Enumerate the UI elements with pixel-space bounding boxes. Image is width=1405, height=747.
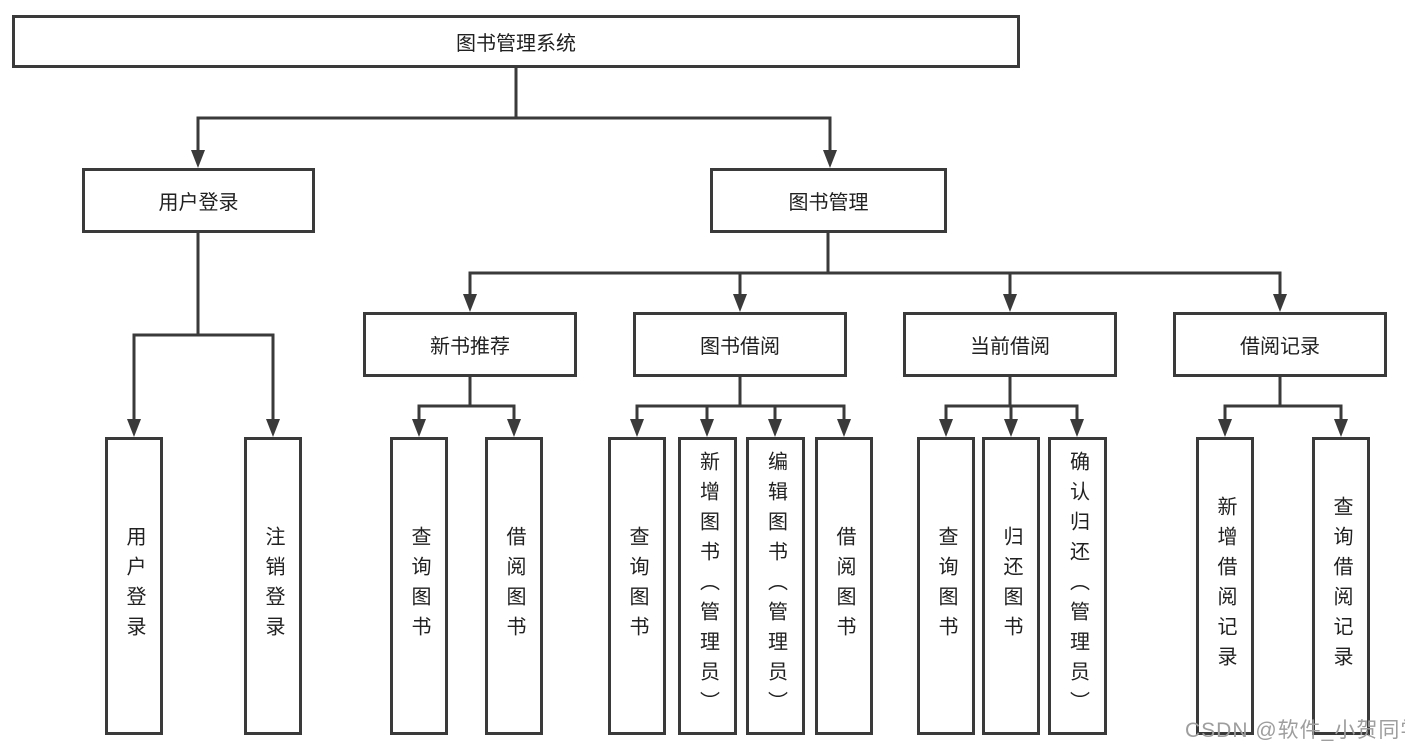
node-borrow-records: 借阅记录 — [1173, 312, 1387, 377]
connector-lines — [132, 66, 1343, 423]
leaf-records-add-record: 新增借阅记录 — [1196, 437, 1254, 735]
arrowhead-icon — [1218, 419, 1232, 437]
arrowhead-icon — [1003, 294, 1017, 312]
leaf-records-query-record: 查询借阅记录 — [1312, 437, 1370, 735]
arrowhead-icon — [127, 419, 141, 437]
arrowhead-icon — [823, 150, 837, 168]
leaf-borrow-add-books-admin: 新增图书（管理员） — [678, 437, 737, 735]
node-current-borrow: 当前借阅 — [903, 312, 1117, 377]
leaf-current-confirm-return-admin: 确认归还（管理员） — [1048, 437, 1107, 735]
node-new-book-recommend: 新书推荐 — [363, 312, 577, 377]
arrowhead-icon — [939, 419, 953, 437]
node-book-borrow: 图书借阅 — [633, 312, 847, 377]
arrowhead-icon — [412, 419, 426, 437]
arrowhead-icon — [1273, 294, 1287, 312]
leaf-borrow-query-books: 查询图书 — [608, 437, 666, 735]
arrowhead-icon — [1334, 419, 1348, 437]
arrowhead-icons — [127, 150, 1348, 437]
arrowhead-icon — [733, 294, 747, 312]
arrowhead-icon — [768, 419, 782, 437]
arrowhead-icon — [1070, 419, 1084, 437]
leaf-current-return-books: 归还图书 — [982, 437, 1040, 735]
node-user-login: 用户登录 — [82, 168, 315, 233]
arrowhead-icon — [1004, 419, 1018, 437]
arrowhead-icon — [700, 419, 714, 437]
leaf-borrow-borrow-books: 借阅图书 — [815, 437, 873, 735]
node-book-management: 图书管理 — [710, 168, 947, 233]
arrowhead-icon — [463, 294, 477, 312]
csdn-watermark: CSDN @软件_小贺同学 — [1185, 719, 1405, 742]
leaf-recommend-query-books: 查询图书 — [390, 437, 448, 735]
arrowhead-icon — [507, 419, 521, 437]
arrowhead-icon — [191, 150, 205, 168]
leaf-current-query-books: 查询图书 — [917, 437, 975, 735]
node-root-system: 图书管理系统 — [12, 15, 1020, 68]
arrowhead-icon — [630, 419, 644, 437]
arrowhead-icon — [266, 419, 280, 437]
arrowhead-icon — [837, 419, 851, 437]
leaf-logout-login: 注销登录 — [244, 437, 302, 735]
leaf-recommend-borrow-books: 借阅图书 — [485, 437, 543, 735]
leaf-user-login: 用户登录 — [105, 437, 163, 735]
leaf-borrow-edit-books-admin: 编辑图书（管理员） — [746, 437, 805, 735]
